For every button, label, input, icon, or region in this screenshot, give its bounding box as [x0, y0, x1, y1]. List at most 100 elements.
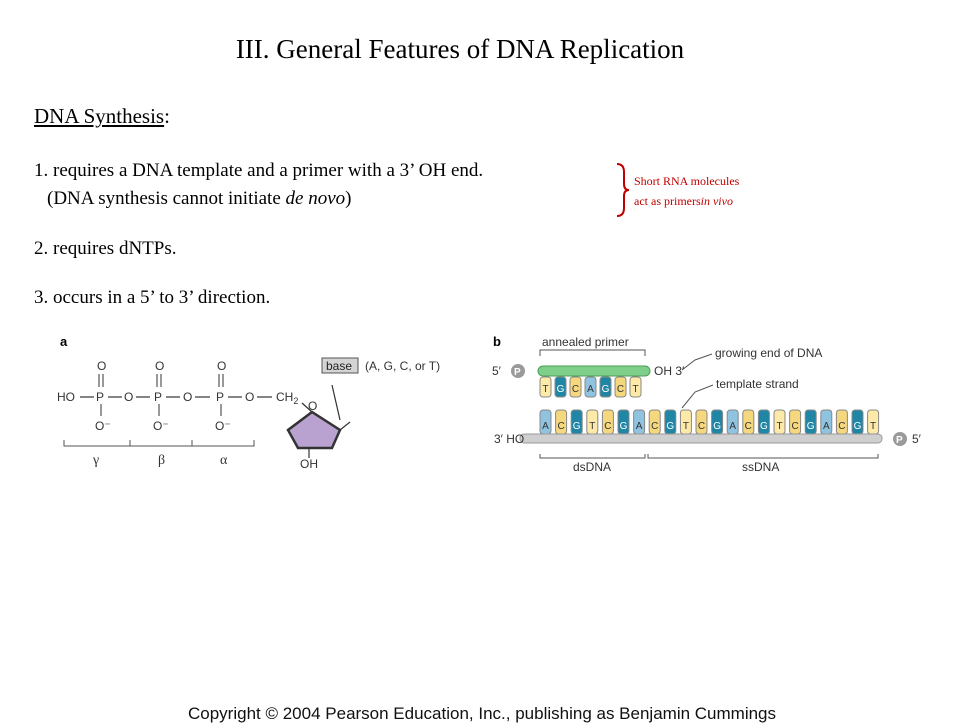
template-base-21-letter: T	[870, 421, 876, 432]
template-base-17-letter: G	[807, 421, 815, 432]
base-options: (A, G, C, or T)	[365, 359, 440, 373]
primer-base-4-block	[599, 376, 612, 398]
item-3: 3. occurs in a 5’ to 3’ direction.	[34, 287, 271, 308]
primer-note-line2: act as primersin vivo	[634, 191, 739, 211]
three-prime-ho: 3′ HO	[494, 432, 524, 446]
gamma-label: γ	[92, 453, 99, 468]
o-minus-3: O⁻	[215, 419, 231, 433]
template-base-19-letter: C	[838, 421, 845, 432]
copyright-notice: Copyright © 2004 Pearson Education, Inc.…	[188, 704, 777, 723]
five-prime-primer: 5′	[492, 364, 502, 378]
template-base-7-letter: C	[651, 421, 658, 432]
primer-phosphate-label: P	[514, 367, 521, 378]
template-base-6-letter: A	[636, 421, 643, 432]
five-prime-template: 5′	[912, 432, 922, 446]
primer-base-2-letter: C	[572, 384, 579, 395]
primer-base-3-letter: A	[587, 384, 594, 395]
primer-phosphate-icon	[511, 364, 525, 378]
o-minus-1: O⁻	[95, 419, 111, 433]
template-base-18-letter: A	[823, 421, 830, 432]
base-label: base	[326, 359, 352, 373]
template-base-15-letter: T	[776, 421, 782, 432]
template-base-13-letter: C	[745, 421, 752, 432]
item-1-note: (DNA synthesis cannot initiate de novo)	[47, 188, 351, 210]
primer-note-line1: Short RNA molecules	[634, 174, 740, 188]
template-base-1-letter: C	[557, 421, 564, 432]
section-heading: DNA Synthesis:	[34, 104, 170, 129]
alpha-label: α	[220, 453, 228, 468]
template-base-4-letter: C	[604, 421, 611, 432]
bridge-oxygen-1: O	[124, 390, 133, 404]
bridge-oxygen-3: O	[245, 390, 254, 404]
primer-oh-end: OH 3′	[654, 364, 685, 378]
primer-base-0-block	[539, 376, 552, 398]
primer-base-1-letter: G	[557, 384, 565, 395]
oxygen-top-1: O	[97, 359, 106, 373]
template-base-20-letter: G	[854, 421, 862, 432]
beta-label: β	[158, 453, 165, 468]
primer-note-line2-pre: act as primers	[634, 194, 701, 208]
template-base-5-letter: G	[620, 421, 628, 432]
o-minus-2: O⁻	[153, 419, 169, 433]
item-1-note-italic: de novo	[285, 188, 346, 209]
phosphorus-gamma: P	[96, 390, 104, 404]
primer-base-6-block	[629, 376, 642, 398]
oh-label: OH	[300, 457, 318, 470]
figure-a-panel-label: a	[60, 334, 68, 349]
bracket-icon	[616, 163, 630, 217]
primer-base-3-block	[584, 376, 597, 398]
primer-note-line2-italic: in vivo	[700, 194, 733, 208]
primer-base-4-letter: G	[602, 384, 610, 395]
template-backbone	[519, 433, 883, 444]
template-base-16-letter: C	[791, 421, 798, 432]
figure-a-dntp-structure: a HO P O P O P O CH2 O O O O⁻ O⁻ O⁻ O	[57, 334, 440, 470]
template-phosphate-label: P	[896, 435, 903, 446]
primer-base-0-letter: T	[542, 384, 548, 395]
primer-base-5-block	[614, 376, 627, 398]
ssdna-label: ssDNA	[742, 460, 779, 474]
template-base-10-letter: C	[698, 421, 705, 432]
annealed-primer-label: annealed primer	[542, 335, 629, 349]
figure-b-primer-template: b annealed primer growing end of DNA tem…	[492, 334, 922, 474]
figure-b-panel-label: b	[493, 334, 501, 349]
base-box	[321, 357, 359, 374]
item-1-note-pre: (DNA synthesis cannot initiate	[47, 188, 286, 209]
primer-base-2-block	[569, 376, 582, 398]
phosphorus-alpha: P	[216, 390, 224, 404]
template-base-8-letter: G	[666, 421, 674, 432]
deoxyribose-ring	[286, 410, 342, 450]
template-strand-label: template strand	[716, 377, 799, 391]
template-phosphate-icon	[893, 432, 907, 446]
primer-backbone	[537, 365, 651, 377]
slide-title: III. General Features of DNA Replication	[235, 34, 685, 64]
section-label: DNA Synthesis	[34, 104, 165, 128]
primer-note: Short RNA molecules act as primersin viv…	[634, 171, 739, 211]
template-base-14-letter: G	[760, 421, 768, 432]
template-base-2-letter: G	[573, 421, 581, 432]
primer-base-1-block	[554, 376, 567, 398]
primer-base-6-letter: T	[632, 384, 638, 395]
dsdna-label: dsDNA	[573, 460, 611, 474]
ho-label: HO	[57, 390, 75, 404]
bridge-oxygen-2: O	[183, 390, 192, 404]
item-1: 1. requires a DNA template and a primer …	[34, 160, 484, 181]
growing-end-label: growing end of DNA	[715, 346, 822, 360]
ch2-text: CH	[276, 390, 293, 404]
item-2: 2. requires dNTPs.	[34, 238, 177, 259]
section-colon: :	[164, 104, 170, 128]
template-base-11-letter: G	[713, 421, 721, 432]
template-base-9-letter: T	[683, 421, 689, 432]
oxygen-top-2: O	[155, 359, 164, 373]
oxygen-top-3: O	[217, 359, 226, 373]
template-base-3-letter: T	[589, 421, 595, 432]
ring-oxygen-label: O	[308, 399, 317, 413]
template-base-0-letter: A	[542, 421, 549, 432]
primer-base-5-letter: C	[617, 384, 624, 395]
ch2-label: CH2	[276, 390, 298, 406]
item-1-note-post: )	[345, 188, 352, 209]
ch2-subscript: 2	[293, 396, 298, 406]
template-base-12-letter: A	[729, 421, 736, 432]
phosphorus-beta: P	[154, 390, 162, 404]
